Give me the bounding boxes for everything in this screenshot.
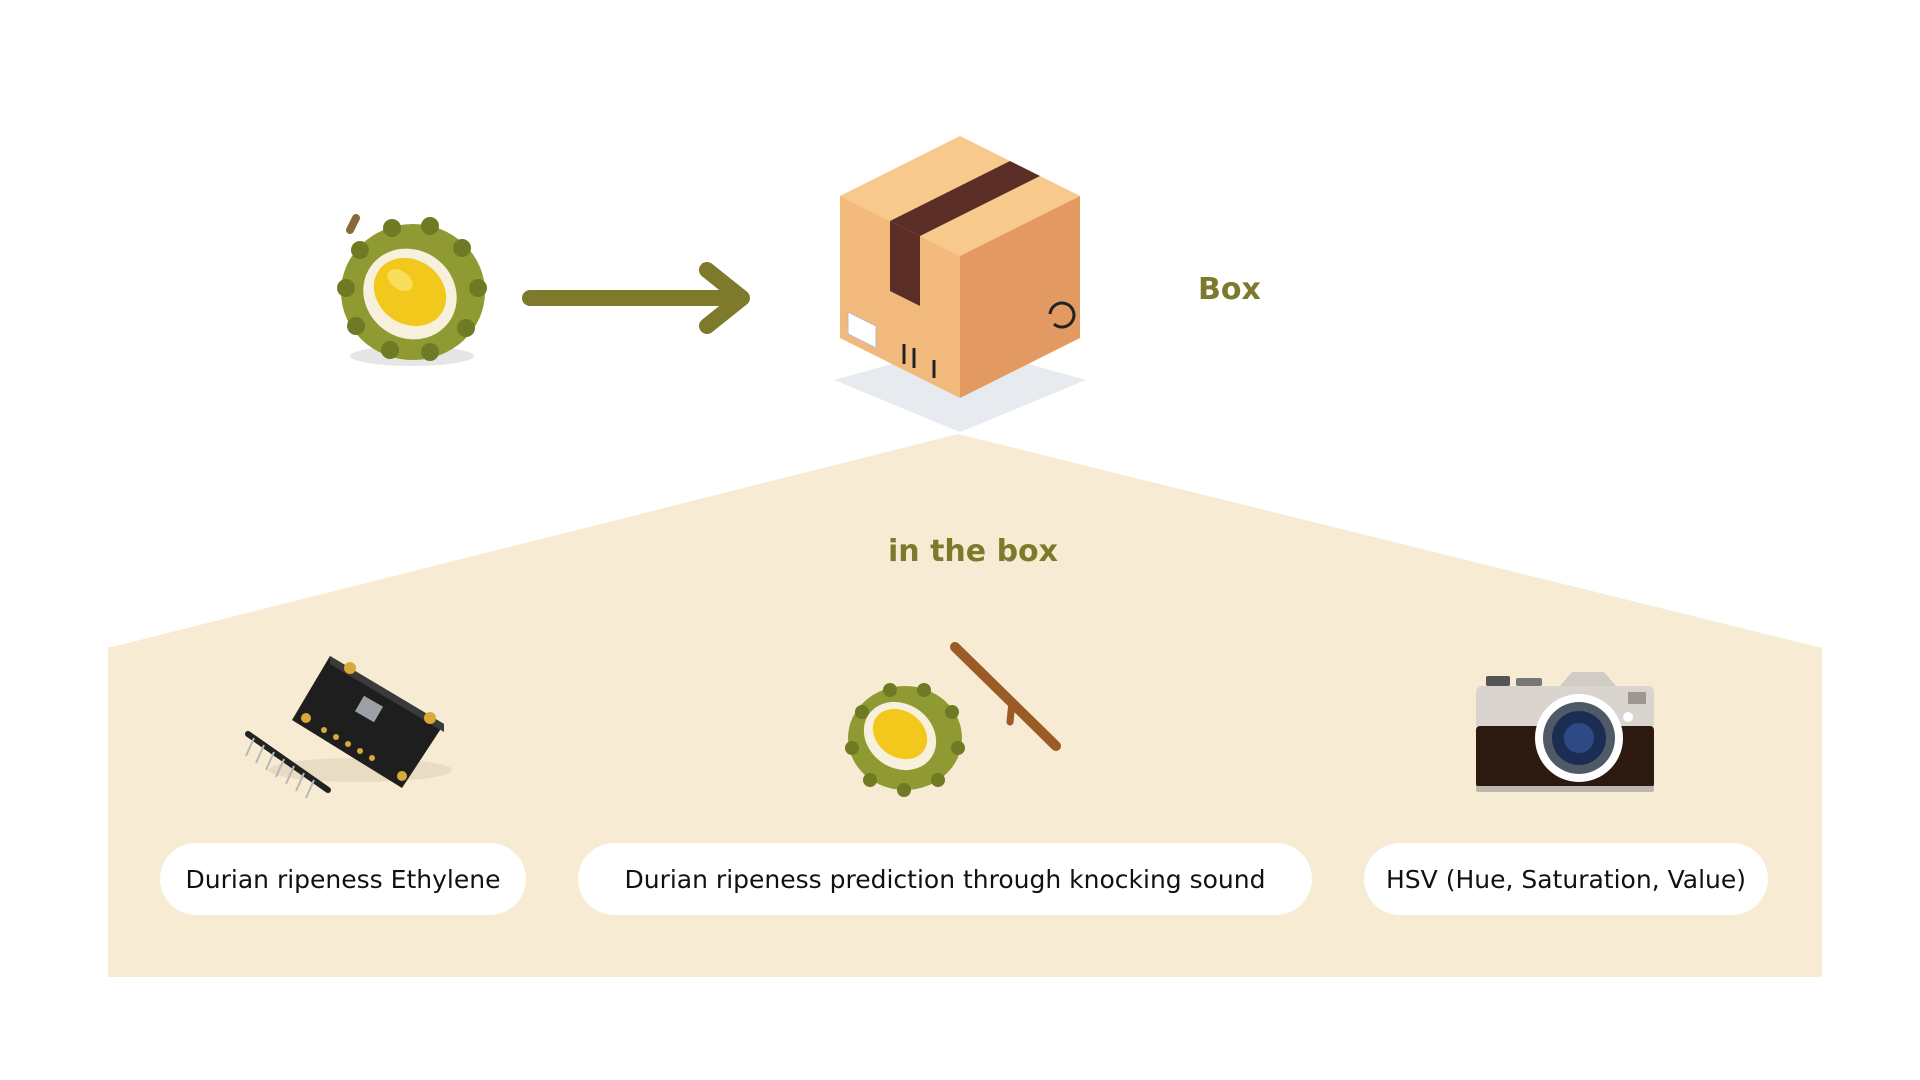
in-the-box-label: in the box bbox=[888, 534, 1059, 569]
item-label-knocking-sound: Durian ripeness prediction through knock… bbox=[578, 843, 1312, 915]
gas-sensor-board-icon bbox=[245, 656, 452, 799]
item-label-hsv: HSV (Hue, Saturation, Value) bbox=[1364, 843, 1768, 915]
durian-icon bbox=[337, 214, 487, 366]
item-label-ethylene: Durian ripeness Ethylene bbox=[160, 843, 526, 915]
camera-icon bbox=[1476, 672, 1654, 792]
contents-panel-roof bbox=[108, 434, 1822, 648]
durian-and-stick-icon bbox=[845, 642, 1061, 797]
arrow-right-icon bbox=[522, 262, 750, 334]
cardboard-box-icon bbox=[834, 136, 1086, 432]
box-label: Box bbox=[1198, 272, 1261, 307]
